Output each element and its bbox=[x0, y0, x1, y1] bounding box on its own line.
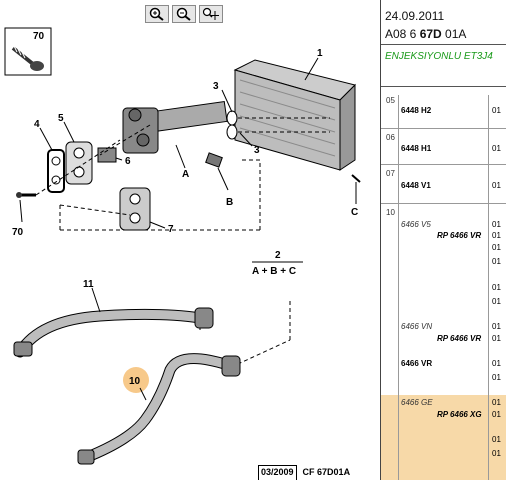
callout-4: 4 bbox=[34, 119, 40, 130]
callout-3-top: 3 bbox=[213, 81, 219, 92]
footer-date: 03/2009 bbox=[258, 465, 297, 480]
callout-formula: A + B + C bbox=[252, 266, 296, 277]
panel-code: A08 6 67D 01A bbox=[385, 27, 467, 41]
hose-10[interactable] bbox=[77, 353, 241, 465]
gasket-5[interactable] bbox=[65, 141, 93, 185]
callout-c: C bbox=[351, 207, 358, 218]
zoom-in-button[interactable] bbox=[145, 5, 169, 23]
callout-70-left: 70 bbox=[12, 227, 24, 238]
zoom-in-icon bbox=[149, 7, 164, 21]
parts-list-panel: 24.09.2011 A08 6 67D 01A ENJEKSIYONLU ET… bbox=[380, 0, 506, 480]
parts-diagram[interactable]: 70 1 A 3 3 bbox=[0, 0, 380, 480]
callout-1: 1 bbox=[317, 48, 323, 59]
selected-row-highlight bbox=[381, 395, 506, 480]
clip[interactable] bbox=[351, 174, 361, 183]
callout-10-highlight bbox=[123, 367, 149, 393]
callout-a: A bbox=[182, 169, 189, 180]
zoom-out-button[interactable] bbox=[172, 5, 196, 23]
screw-icon bbox=[11, 45, 44, 71]
panel-date: 24.09.2011 bbox=[385, 9, 445, 23]
zoom-toolbar bbox=[145, 5, 223, 25]
callout-7: 7 bbox=[168, 224, 174, 235]
callout-10: 10 bbox=[129, 376, 141, 387]
diagram-footer: 03/2009 CF 67D01A bbox=[258, 465, 380, 480]
heater-radiator[interactable] bbox=[233, 59, 356, 171]
footer-code: CF 67D01A bbox=[302, 467, 351, 477]
callout-3-bottom: 3 bbox=[254, 145, 260, 156]
hose-11[interactable] bbox=[13, 307, 214, 358]
panel-description: ENJEKSIYONLU ET3J4 bbox=[385, 51, 493, 62]
bracket-7[interactable] bbox=[119, 187, 151, 231]
pan-zoom-icon bbox=[202, 7, 219, 20]
callout-11: 11 bbox=[83, 279, 94, 290]
bleed-screw[interactable] bbox=[205, 152, 223, 168]
callout-2: 2 bbox=[275, 250, 281, 261]
callout-6: 6 bbox=[125, 156, 131, 167]
pan-zoom-button[interactable] bbox=[199, 5, 223, 23]
exploded-view: 70 1 A 3 3 bbox=[4, 27, 361, 465]
callout-b: B bbox=[226, 197, 233, 208]
callout-70-top: 70 bbox=[33, 31, 45, 42]
bolt-70[interactable] bbox=[16, 192, 36, 198]
pipe-assembly[interactable] bbox=[122, 100, 238, 154]
zoom-out-icon bbox=[176, 7, 191, 21]
callout-5: 5 bbox=[58, 113, 64, 124]
assembly-lines bbox=[35, 117, 330, 371]
gasket-4[interactable] bbox=[47, 149, 65, 193]
